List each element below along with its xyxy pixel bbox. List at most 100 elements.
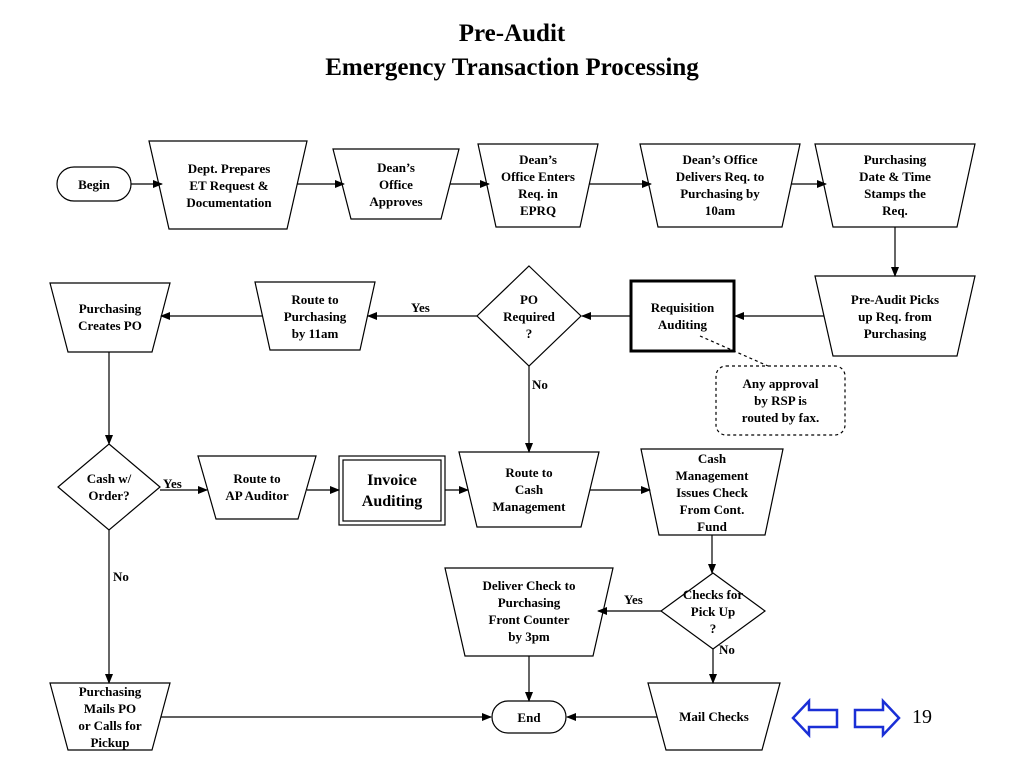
label-line: routed by fax. — [741, 410, 820, 425]
label-line: ? — [709, 620, 717, 636]
label-line: Pickup — [90, 735, 130, 750]
label-line: EPRQ — [519, 203, 557, 218]
callout-leader — [699, 335, 769, 367]
begin-label: Begin — [57, 167, 131, 201]
route-ap-label: Route to AP Auditor — [204, 458, 310, 516]
label-line: Begin — [78, 176, 110, 192]
end-label: End — [492, 701, 566, 733]
label-line: Purchasing — [863, 325, 927, 341]
po-yes-label: Yes — [411, 300, 430, 315]
mail-checks-shape — [647, 682, 781, 751]
mail-checks-label: Mail Checks — [654, 685, 774, 748]
label-line: by RSP is — [754, 393, 807, 408]
label-line: Required — [503, 308, 555, 324]
label-line: Pick Up — [690, 603, 736, 619]
label-line: Order? — [88, 488, 130, 503]
deliver-check-shape — [444, 567, 614, 657]
label-line: Purchasing — [497, 595, 561, 610]
back-arrow-icon[interactable] — [791, 697, 839, 739]
cash-mgmt-issues-shape — [640, 448, 784, 536]
label-line: or Calls for — [78, 718, 142, 733]
label-line: Management — [492, 498, 566, 514]
page-number: 19 — [912, 706, 932, 728]
label-line: Purchasing — [78, 301, 142, 316]
title-line-1: Pre-Audit — [458, 20, 566, 47]
label-line: Mails PO — [83, 701, 137, 716]
label-line: Purchasing by — [680, 186, 760, 201]
label-line: Date & Time — [859, 169, 931, 184]
label-line: Documentation — [186, 194, 272, 210]
label-line: Cash — [514, 481, 544, 497]
label-line: Invoice — [367, 471, 417, 489]
label-line: Fund — [697, 518, 727, 534]
label-line: Deliver Check to — [482, 578, 576, 593]
route-ap-shape — [197, 455, 317, 520]
label-line: End — [517, 709, 541, 725]
label-line: Checks for — [682, 586, 744, 602]
route-cash-shape — [458, 451, 600, 528]
cash-with-order-label: Cash w/Order? — [66, 466, 152, 508]
label-line: Office — [379, 176, 413, 192]
preaudit-picks-shape — [814, 275, 976, 357]
label-line: Dean’s — [519, 152, 557, 167]
label-line: by 3pm — [508, 629, 550, 644]
label-line: Approves — [369, 193, 423, 209]
label-line: Stamps the — [864, 186, 926, 201]
deans-approves-shape — [332, 148, 460, 220]
label-line: Requisition — [650, 300, 715, 315]
label-line: Management — [675, 467, 749, 483]
label-line: Auditing — [657, 317, 708, 332]
label-line: Dean’s — [377, 159, 415, 175]
deans-enters-shape — [477, 143, 599, 228]
label-line: Dept. Prepares — [187, 160, 271, 176]
label-line: Route to — [505, 464, 553, 480]
label-line: up Req. from — [858, 308, 932, 324]
pickup-no-label: No — [719, 642, 735, 657]
label-line: Front Counter — [488, 612, 570, 627]
label-line: ET Request & — [189, 177, 269, 193]
pickup-yes-label: Yes — [624, 592, 643, 607]
label-line: Purchasing — [863, 152, 927, 167]
label-line: AP Auditor — [225, 488, 289, 503]
label-line: Req. — [882, 203, 908, 218]
dept-prepares-shape — [148, 140, 308, 230]
rsp-callout-box — [715, 365, 846, 436]
req-auditing-box — [629, 279, 736, 353]
label-line: Mail Checks — [679, 709, 749, 724]
label-line: Dean’s Office — [682, 152, 758, 167]
rsp-callout-text: Any approval by RSP is routed by fax. — [718, 368, 843, 433]
label-line: Any approval — [742, 376, 819, 391]
cash-yes-label: Yes — [163, 476, 182, 491]
label-line: Creates PO — [78, 318, 142, 333]
deans-delivers-shape — [639, 143, 801, 228]
purchasing-creates-shape — [49, 282, 171, 353]
label-line: Route to — [291, 291, 339, 307]
forward-arrow-icon[interactable] — [853, 697, 901, 739]
label-line: Route to — [233, 471, 281, 486]
label-line: Pre-Audit Picks — [850, 291, 940, 307]
label-line: Cash w/ — [86, 471, 132, 486]
label-line: Issues Check — [676, 484, 748, 500]
label-line: ? — [525, 325, 533, 341]
title-line-2: Emergency Transaction Processing — [325, 54, 699, 81]
label-line: Purchasing — [283, 308, 347, 324]
label-line: Req. in — [518, 186, 558, 201]
label-line: by 11am — [291, 325, 339, 341]
invoice-auditing-inner-border — [342, 459, 442, 522]
